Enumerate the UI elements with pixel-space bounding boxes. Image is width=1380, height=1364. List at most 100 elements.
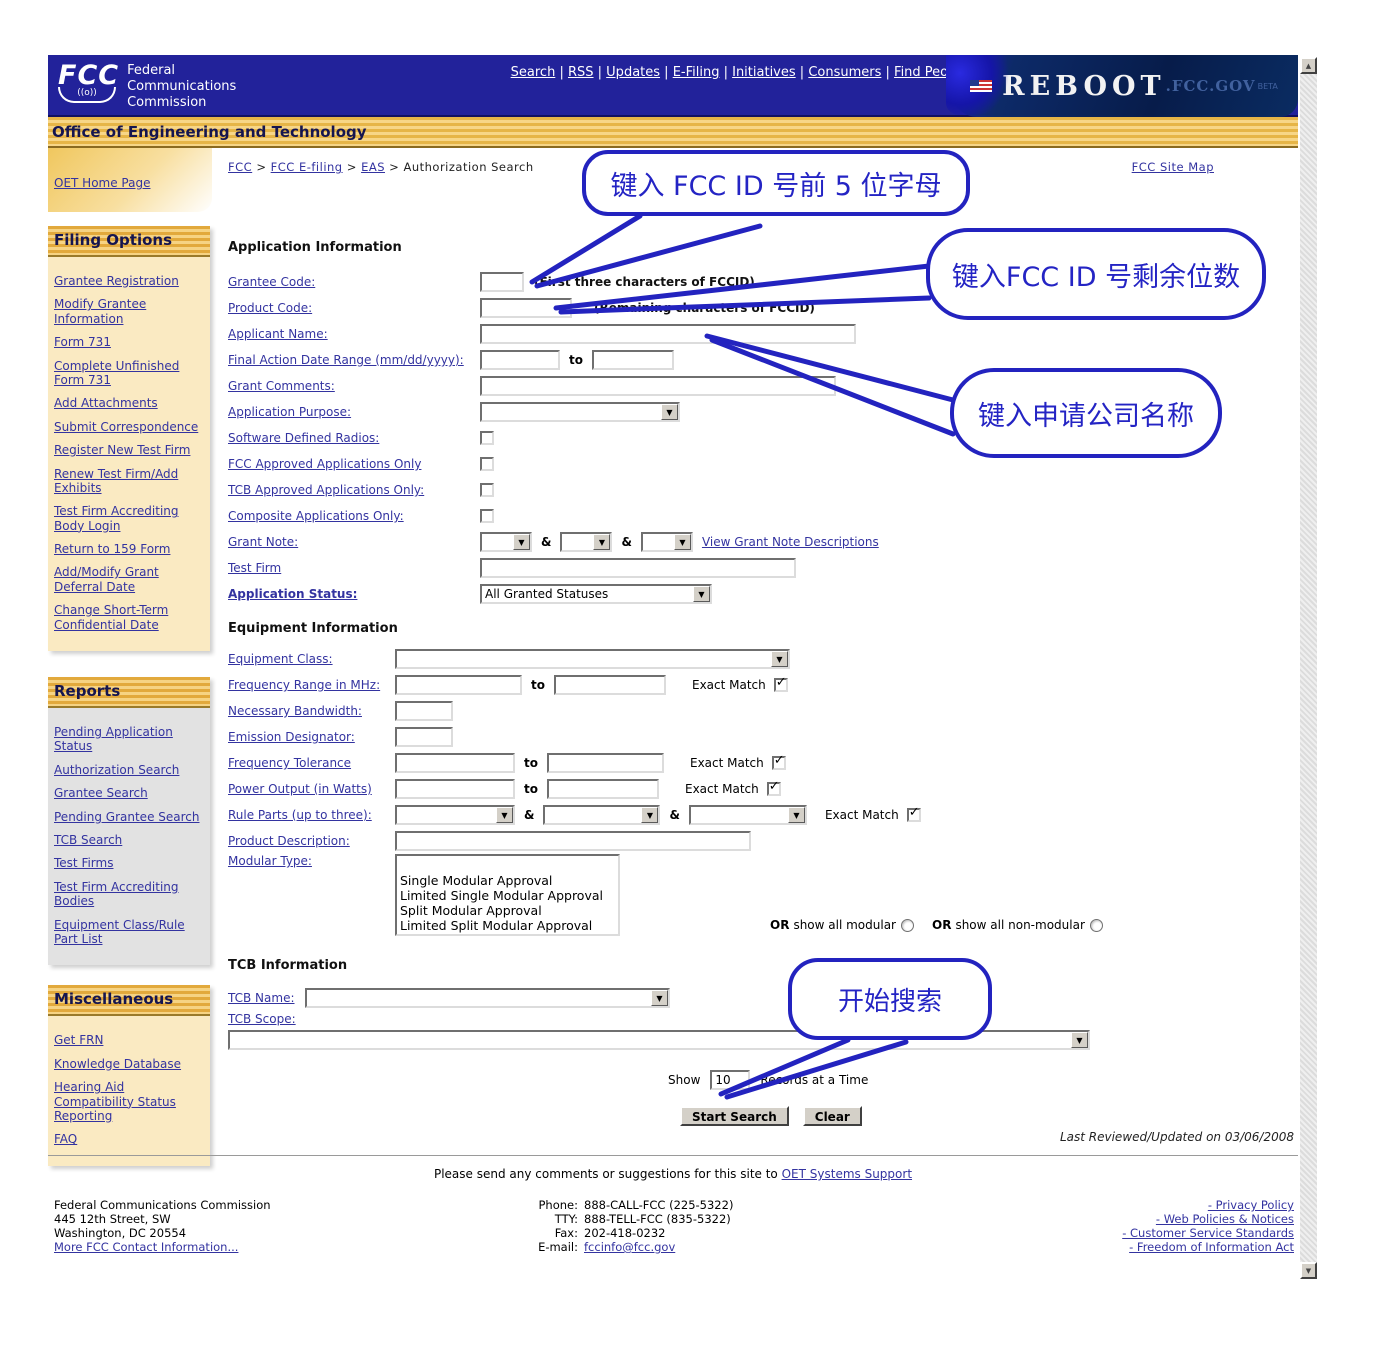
dropdown-arrow-icon[interactable]: [641, 807, 659, 823]
product-description-input[interactable]: [395, 831, 751, 851]
tcb-approved-only-checkbox[interactable]: [480, 483, 494, 497]
fcc-site-map-link[interactable]: FCC Site Map: [1131, 160, 1214, 174]
applicant-name-label[interactable]: Applicant Name:: [228, 327, 328, 341]
frequency-range-exact-match-checkbox[interactable]: [773, 675, 788, 692]
dropdown-arrow-icon[interactable]: [651, 990, 668, 1006]
power-output-from-input[interactable]: [395, 779, 515, 799]
dropdown-arrow-icon[interactable]: [673, 534, 691, 550]
grantee-code-label[interactable]: Grantee Code:: [228, 275, 316, 289]
power-output-to-input[interactable]: [546, 779, 659, 799]
sidebar-item-hearing-aid[interactable]: Hearing Aid Compatibility Status Reporti…: [54, 1080, 176, 1123]
tcb-approved-only-label[interactable]: TCB Approved Applications Only:: [228, 483, 425, 497]
dropdown-arrow-icon[interactable]: [1071, 1032, 1088, 1048]
nav-efiling[interactable]: E-Filing: [672, 65, 720, 80]
sidebar-item-renew-test-firm[interactable]: Renew Test Firm/Add Exhibits: [54, 466, 179, 495]
tcb-scope-label[interactable]: TCB Scope:: [228, 1012, 296, 1026]
frequency-range-to-input[interactable]: [553, 675, 666, 695]
equipment-class-label[interactable]: Equipment Class:: [228, 652, 333, 666]
view-grant-note-link[interactable]: View Grant Note Descriptions: [701, 535, 879, 549]
final-action-date-label[interactable]: Final Action Date Range (mm/dd/yyyy):: [228, 353, 464, 367]
equipment-class-select[interactable]: [395, 649, 790, 669]
sidebar-item-get-frn[interactable]: Get FRN: [54, 1033, 104, 1048]
frequency-range-label[interactable]: Frequency Range in MHz:: [228, 678, 381, 692]
emission-designator-label[interactable]: Emission Designator:: [228, 730, 355, 744]
dropdown-arrow-icon[interactable]: [513, 534, 530, 550]
grant-note-select-3[interactable]: [640, 532, 693, 552]
breadcrumb-efiling[interactable]: FCC E-filing: [270, 160, 343, 174]
emission-designator-input[interactable]: [395, 727, 453, 747]
nav-rss[interactable]: RSS: [567, 65, 594, 80]
grant-comments-label[interactable]: Grant Comments:: [228, 379, 335, 393]
sidebar-item-oet-home[interactable]: OET Home Page: [54, 176, 151, 190]
rule-parts-select-2[interactable]: [543, 805, 661, 825]
necessary-bandwidth-input[interactable]: [395, 701, 453, 721]
sidebar-item-add-attachments[interactable]: Add Attachments: [54, 396, 158, 411]
composite-only-label[interactable]: Composite Applications Only:: [228, 509, 404, 523]
test-firm-input[interactable]: [480, 558, 796, 578]
test-firm-label[interactable]: Test Firm: [228, 561, 282, 575]
software-defined-radios-checkbox[interactable]: [480, 431, 494, 445]
dropdown-arrow-icon[interactable]: [771, 651, 788, 667]
power-output-exact-match-checkbox[interactable]: [766, 779, 781, 796]
dropdown-arrow-icon[interactable]: [693, 586, 710, 602]
grant-note-label[interactable]: Grant Note:: [228, 535, 299, 549]
sidebar-item-test-firms[interactable]: Test Firms: [54, 856, 114, 871]
necessary-bandwidth-label[interactable]: Necessary Bandwidth:: [228, 704, 362, 718]
frequency-tolerance-from-input[interactable]: [395, 753, 515, 773]
sidebar-item-accrediting-body-login[interactable]: Test Firm Accrediting Body Login: [54, 504, 179, 533]
product-code-label[interactable]: Product Code:: [228, 301, 313, 315]
web-policies-link[interactable]: - Web Policies & Notices: [1155, 1212, 1294, 1226]
sidebar-item-grantee-registration[interactable]: Grantee Registration: [54, 274, 179, 288]
fcc-approved-only-label[interactable]: FCC Approved Applications Only: [228, 457, 422, 471]
more-fcc-contact-link[interactable]: More FCC Contact Information...: [54, 1240, 239, 1254]
oet-systems-support-link[interactable]: OET Systems Support: [781, 1167, 913, 1181]
application-purpose-select[interactable]: [480, 402, 680, 422]
breadcrumb-fcc[interactable]: FCC: [228, 160, 253, 174]
fcc-email-link[interactable]: fccinfo@fcc.gov: [584, 1240, 676, 1254]
power-output-label[interactable]: Power Output (in Watts): [228, 782, 372, 796]
sidebar-item-form-731[interactable]: Form 731: [54, 335, 111, 350]
rule-parts-select-3[interactable]: [688, 805, 807, 825]
dropdown-arrow-icon[interactable]: [661, 404, 678, 420]
nav-updates[interactable]: Updates: [606, 65, 661, 80]
dropdown-arrow-icon[interactable]: [496, 807, 513, 823]
sidebar-item-accrediting-bodies[interactable]: Test Firm Accrediting Bodies: [54, 879, 179, 909]
show-records-input[interactable]: [710, 1070, 751, 1090]
sidebar-item-faq[interactable]: FAQ: [54, 1132, 78, 1147]
show-all-modular-radio[interactable]: [901, 918, 914, 932]
nav-consumers[interactable]: Consumers: [808, 65, 882, 80]
customer-service-link[interactable]: - Customer Service Standards: [1122, 1226, 1294, 1240]
tcb-name-select[interactable]: [305, 988, 670, 1008]
grant-note-select-1[interactable]: [480, 532, 532, 552]
frequency-tolerance-exact-match-checkbox[interactable]: [771, 753, 786, 770]
start-search-button[interactable]: Start Search: [680, 1106, 789, 1126]
foia-link[interactable]: - Freedom of Information Act: [1129, 1240, 1294, 1254]
dropdown-arrow-icon[interactable]: [593, 534, 611, 550]
modular-type-listbox[interactable]: Single Modular Approval Limited Single M…: [395, 854, 620, 936]
application-status-label[interactable]: Application Status:: [228, 587, 358, 601]
final-action-from-input[interactable]: [480, 350, 560, 370]
sidebar-item-grantee-search[interactable]: Grantee Search: [54, 786, 148, 801]
application-purpose-label[interactable]: Application Purpose:: [228, 405, 352, 419]
sidebar-item-pending-app-status[interactable]: Pending Application Status: [54, 725, 173, 754]
final-action-to-input[interactable]: [591, 350, 674, 370]
nav-initiatives[interactable]: Initiatives: [732, 65, 796, 80]
sidebar-item-pending-grantee-search[interactable]: Pending Grantee Search: [54, 809, 200, 824]
scroll-up-icon[interactable]: ▲: [1300, 57, 1317, 74]
rule-parts-exact-match-checkbox[interactable]: [906, 805, 921, 822]
sidebar-item-grant-deferral[interactable]: Add/Modify Grant Deferral Date: [54, 565, 159, 594]
vertical-scrollbar[interactable]: ▲ ▼: [1300, 57, 1317, 1279]
sidebar-item-complete-731[interactable]: Complete Unfinished Form 731: [54, 358, 180, 387]
sidebar-item-authorization-search[interactable]: Authorization Search: [54, 762, 180, 777]
sidebar-item-return-159[interactable]: Return to 159 Form: [54, 542, 171, 557]
grant-comments-input[interactable]: [480, 376, 836, 396]
modular-option[interactable]: Limited Split Modular Approval: [400, 918, 593, 933]
show-all-non-modular-radio[interactable]: [1089, 918, 1103, 932]
dropdown-arrow-icon[interactable]: [787, 807, 805, 823]
software-defined-radios-label[interactable]: Software Defined Radios:: [228, 431, 380, 445]
grant-note-select-2[interactable]: [560, 532, 613, 552]
product-code-input[interactable]: [480, 298, 572, 318]
product-description-label[interactable]: Product Description:: [228, 834, 350, 848]
sidebar-item-submit-correspondence[interactable]: Submit Correspondence: [54, 419, 199, 434]
clear-button[interactable]: Clear: [802, 1106, 862, 1126]
